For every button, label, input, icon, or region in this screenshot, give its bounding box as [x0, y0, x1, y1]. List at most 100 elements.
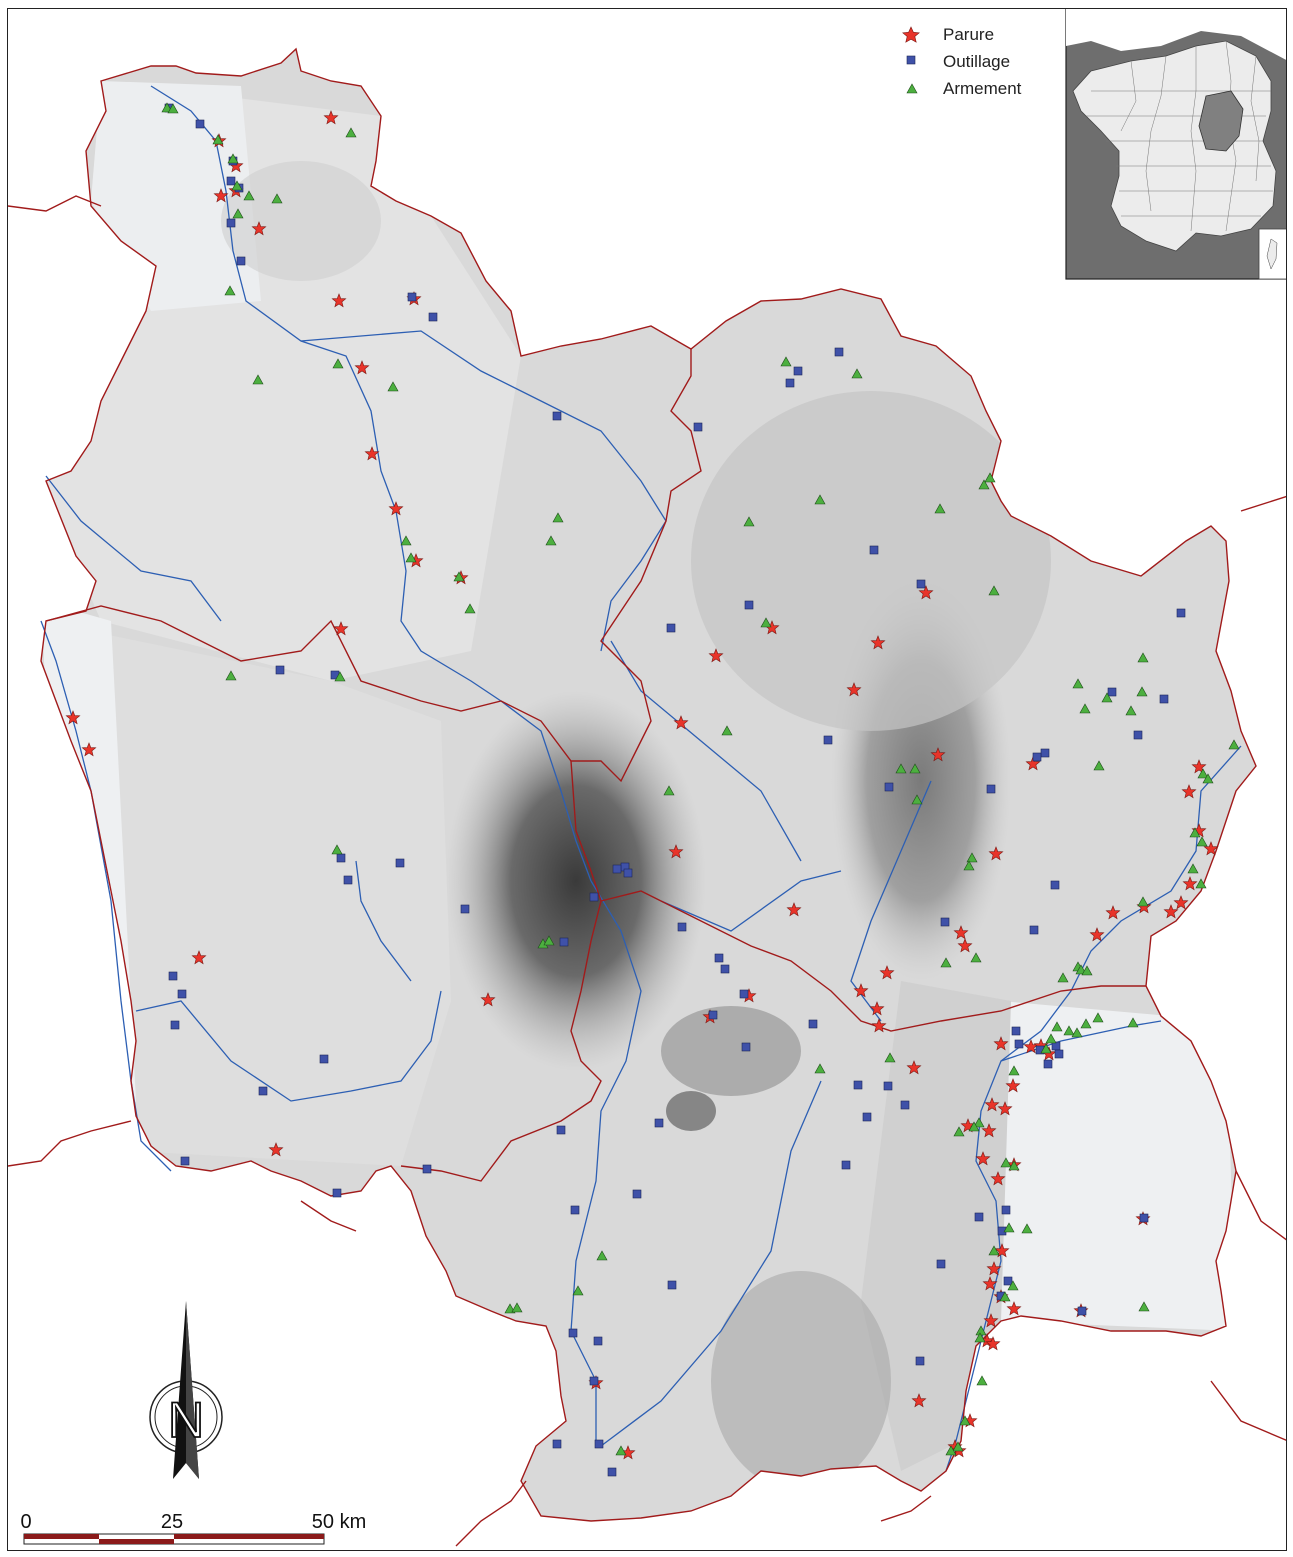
site-outillage-marker — [739, 989, 749, 999]
site-armement-marker — [552, 512, 564, 523]
site-armement-marker — [909, 763, 921, 774]
site-armement-marker — [1021, 1223, 1033, 1234]
scale-label-50: 50 km — [312, 1511, 366, 1533]
site-outillage-marker — [623, 868, 633, 878]
river-doubs — [1000, 1020, 1162, 1062]
site-armement-marker — [1040, 1043, 1052, 1054]
site-armement-marker — [545, 535, 557, 546]
site-outillage-marker — [612, 864, 622, 874]
site-armement-marker — [334, 671, 346, 682]
site-parure-marker — [331, 293, 347, 308]
site-outillage-marker — [236, 256, 246, 266]
site-outillage-marker — [666, 623, 676, 633]
site-armement-marker — [1202, 773, 1214, 784]
site-outillage-marker — [808, 1019, 818, 1029]
site-armement-marker — [953, 1126, 965, 1137]
site-armement-marker — [596, 1250, 608, 1261]
legend: Parure Outillage Armement — [902, 25, 1022, 98]
site-armement-marker — [1003, 1222, 1015, 1233]
site-armement-marker — [167, 103, 179, 114]
site-outillage-marker — [1011, 1026, 1021, 1036]
site-armement-marker — [1007, 1280, 1019, 1291]
site-outillage-marker — [744, 600, 754, 610]
site-outillage-marker — [1040, 748, 1050, 758]
site-armement-marker — [252, 374, 264, 385]
site-outillage-marker — [570, 1205, 580, 1215]
site-outillage-marker — [1050, 880, 1060, 890]
site-armement-marker — [332, 358, 344, 369]
site-outillage-marker — [258, 1086, 268, 1096]
site-armement-marker — [543, 935, 555, 946]
site-parure-marker — [869, 1001, 885, 1016]
site-parure-marker — [364, 446, 380, 461]
site-outillage-marker — [552, 1439, 562, 1449]
river-cure — [355, 860, 412, 982]
site-outillage-marker — [180, 1156, 190, 1166]
site-outillage-marker — [915, 1356, 925, 1366]
site-armement-marker — [1101, 692, 1113, 703]
site-outillage-marker — [319, 1054, 329, 1064]
site-parure-marker — [957, 938, 973, 953]
site-parure-marker — [982, 1276, 998, 1291]
site-parure-marker — [911, 1393, 927, 1408]
site-armement-marker — [952, 1441, 964, 1452]
site-parure-marker — [191, 950, 207, 965]
site-armement-marker — [1127, 1017, 1139, 1028]
site-outillage-marker — [974, 1212, 984, 1222]
site-outillage-marker — [708, 1010, 718, 1020]
site-armement-marker — [743, 516, 755, 527]
site-outillage-marker — [1003, 1276, 1013, 1286]
triangle-icon — [906, 83, 918, 94]
site-outillage-marker — [336, 853, 346, 863]
site-armement-marker — [780, 356, 792, 367]
site-outillage-marker — [900, 1100, 910, 1110]
site-armement-marker — [968, 1121, 980, 1132]
scale-label-0: 0 — [20, 1511, 31, 1533]
scale-label-25: 25 — [161, 1511, 183, 1533]
site-outillage-marker — [460, 904, 470, 914]
site-armement-marker — [405, 552, 417, 563]
site-outillage-marker — [714, 953, 724, 963]
site-outillage-marker — [395, 858, 405, 868]
site-outillage-marker — [741, 1042, 751, 1052]
site-armement-marker — [400, 535, 412, 546]
site-outillage-marker — [226, 218, 236, 228]
site-armement-marker — [453, 571, 465, 582]
site-outillage-marker — [1077, 1306, 1087, 1316]
site-outillage-marker — [168, 971, 178, 981]
river-dheune — [660, 870, 842, 932]
site-outillage-marker — [869, 545, 879, 555]
site-armement-marker — [934, 503, 946, 514]
inset-corsica — [1266, 238, 1278, 270]
site-parure-marker — [1089, 927, 1105, 942]
site-outillage-marker — [1014, 1039, 1024, 1049]
site-outillage-marker — [853, 1080, 863, 1090]
site-armement-marker — [1057, 972, 1069, 983]
site-outillage-marker — [793, 366, 803, 376]
site-armement-marker — [1092, 1012, 1104, 1023]
site-armement-marker — [1008, 1065, 1020, 1076]
site-armement-marker — [1063, 1025, 1075, 1036]
site-armement-marker — [940, 957, 952, 968]
sites-armement — [161, 102, 1240, 1456]
site-armement-marker — [1008, 1160, 1020, 1171]
site-parure-marker — [354, 360, 370, 375]
site-outillage-marker — [693, 422, 703, 432]
river-loire — [40, 620, 172, 1172]
legend-label-parure: Parure — [943, 25, 994, 44]
site-armement-marker — [1195, 878, 1207, 889]
site-parure-marker — [846, 682, 862, 697]
site-armement-marker — [895, 763, 907, 774]
site-outillage-marker — [407, 292, 417, 302]
site-outillage-marker — [589, 1376, 599, 1386]
site-armement-marker — [271, 193, 283, 204]
site-armement-marker — [212, 134, 224, 145]
site-armement-marker — [1071, 1027, 1083, 1038]
site-armement-marker — [1137, 896, 1149, 907]
site-outillage-marker — [834, 347, 844, 357]
site-armement-marker — [1189, 827, 1201, 838]
site-outillage-marker — [916, 579, 926, 589]
site-outillage-marker — [883, 1081, 893, 1091]
site-outillage-marker — [552, 411, 562, 421]
